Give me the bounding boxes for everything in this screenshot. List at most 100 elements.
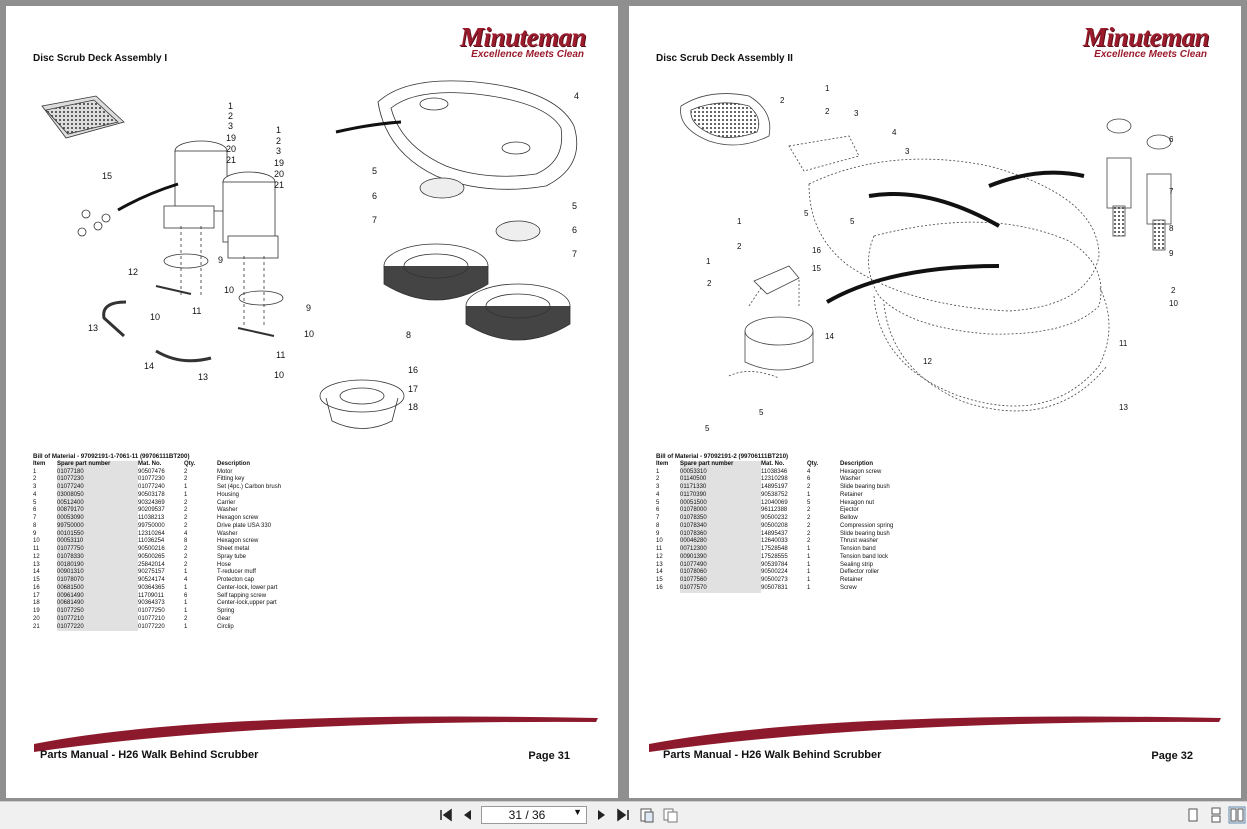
callout-number: 10: [1169, 299, 1178, 308]
col-spare-part: Spare part number: [680, 460, 761, 469]
cell-mat-no: 12040069: [761, 499, 788, 506]
cell-description: Deflector roller: [840, 569, 880, 576]
callout-number: 10: [150, 312, 160, 322]
cell-spare-part: 01077240: [57, 484, 138, 492]
cell-description: Set (4pc.) Carbon brush: [217, 484, 282, 490]
cell-description: Motor: [217, 468, 233, 475]
col-item: Item: [656, 460, 669, 467]
callout-number: 17: [408, 384, 418, 394]
callout-number: 15: [812, 264, 821, 273]
cell-qty: 1: [184, 584, 188, 591]
cell-spare-part: 01078340: [680, 522, 761, 531]
logo-tagline: Excellence Meets Clean: [1094, 49, 1207, 60]
cell-qty: 1: [184, 491, 188, 498]
cell-spare-part: 01078070: [57, 577, 138, 585]
cell-qty: 2: [807, 538, 811, 545]
compare-icon[interactable]: [661, 806, 679, 824]
cell-qty: 2: [184, 561, 188, 568]
cell-qty: 1: [807, 553, 811, 560]
cell-mat-no: 90364365: [138, 584, 165, 591]
last-page-icon[interactable]: [614, 806, 632, 824]
callout-number: 16: [812, 246, 821, 255]
cell-item: 6: [33, 507, 37, 514]
cell-description: Drive plate USA 330: [217, 522, 272, 529]
callout-number: 2: [276, 136, 281, 146]
cell-spare-part: 00046280: [680, 538, 761, 546]
cell-qty: 1: [807, 584, 811, 591]
cell-description: Slide bearing bush: [840, 484, 890, 490]
cell-mat-no: 17528555: [761, 553, 788, 560]
cell-description: Center-lock,upper part: [217, 600, 277, 607]
cell-description: Ejector: [840, 507, 859, 514]
callout-number: 9: [1169, 249, 1174, 258]
cell-qty: 2: [184, 515, 188, 521]
cell-spare-part: 01078350: [680, 515, 761, 523]
cell-spare-part: 01140500: [680, 476, 761, 484]
col-description: Description: [217, 460, 251, 467]
cell-spare-part: 03008050: [57, 491, 138, 500]
cell-spare-part: 01170390: [680, 491, 761, 500]
cell-spare-part: 01077250: [57, 608, 138, 616]
callout-number: 2: [737, 242, 742, 251]
callout-number: 13: [198, 372, 208, 382]
cell-mat-no: 17528548: [761, 546, 788, 552]
page-indicator: 31 / 36: [508, 808, 546, 822]
continuous-icon[interactable]: [1207, 806, 1225, 824]
cell-spare-part: 00901390: [680, 553, 761, 562]
callout-number: 3: [854, 109, 859, 118]
callout-number: 19: [274, 158, 284, 168]
callout-number: 4: [892, 128, 897, 137]
cell-spare-part: 00053310: [680, 468, 761, 477]
cell-spare-part: 01078060: [680, 569, 761, 577]
cell-qty: 2: [184, 499, 188, 506]
cell-qty: 1: [184, 608, 188, 614]
cell-description: Spring: [217, 608, 235, 614]
callout-number: 12: [923, 357, 932, 366]
next-page-icon[interactable]: [592, 806, 610, 824]
two-page-icon[interactable]: [1228, 806, 1246, 824]
cell-item: 12: [656, 553, 663, 560]
first-page-icon[interactable]: [437, 806, 455, 824]
cell-spare-part: 01077180: [57, 468, 138, 477]
callout-number: 2: [1171, 286, 1176, 295]
prev-page-icon[interactable]: [459, 806, 477, 824]
cell-description: Thrust washer: [840, 538, 879, 545]
footer-swoosh: [649, 716, 1221, 752]
page-number: Page 31: [528, 750, 570, 762]
cell-spare-part: 00901310: [57, 569, 138, 577]
single-page-icon[interactable]: [1184, 806, 1202, 824]
minuteman-logo: Minuteman Excellence Meets Clean: [436, 22, 587, 67]
cell-qty: 2: [184, 615, 188, 622]
cell-spare-part: 00681490: [57, 600, 138, 608]
callout-number: 14: [825, 332, 834, 341]
cell-mat-no: 90500232: [761, 515, 788, 521]
callout-number: 1: [737, 217, 742, 226]
callout-number: 3: [905, 147, 910, 156]
cell-item: 15: [656, 577, 663, 583]
page-number-select[interactable]: 31 / 36 ▼: [481, 806, 587, 824]
cell-item: 7: [33, 515, 37, 521]
callout-number: 7: [1169, 187, 1174, 196]
callout-number: 7: [572, 249, 577, 259]
cell-mat-no: 90364373: [138, 600, 165, 607]
cell-item: 3: [33, 484, 37, 490]
cell-qty: 2: [807, 522, 811, 529]
cell-item: 21: [33, 623, 40, 630]
rotate-icon[interactable]: [638, 806, 656, 824]
